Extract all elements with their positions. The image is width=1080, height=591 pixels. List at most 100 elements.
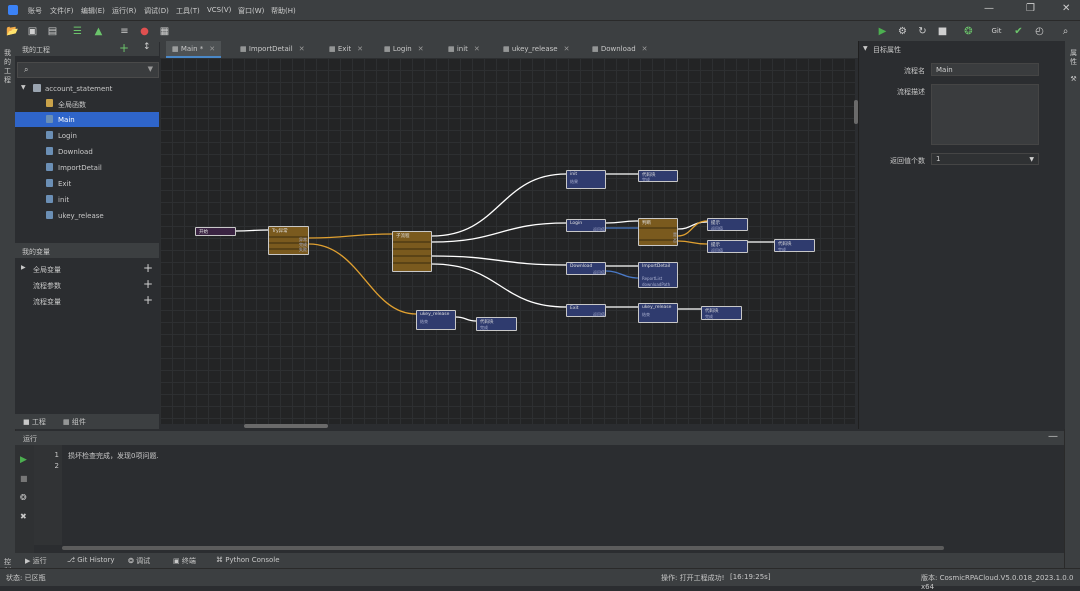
add-icon[interactable]: +	[119, 41, 130, 55]
menu-run[interactable]: 运行(R)	[112, 7, 137, 15]
tab-python-console[interactable]: ⌘ Python Console	[216, 556, 280, 564]
tab-terminal[interactable]: ▣ 终端	[173, 557, 196, 565]
run-icon[interactable]: ▶	[878, 26, 887, 37]
hierarchy-icon[interactable]: ☰	[73, 26, 82, 37]
close-tab-icon[interactable]: ✕	[298, 45, 305, 53]
var-row-flow-params[interactable]: 流程参数 +	[15, 277, 159, 292]
var-row-flow-vars[interactable]: 流程变量 +	[15, 293, 159, 308]
tab-exit[interactable]: ▦ Exit✕	[329, 45, 363, 53]
add-param-icon[interactable]: +	[142, 277, 153, 291]
add-variable-icon[interactable]: +	[142, 261, 153, 275]
tab-debug[interactable]: ❂ 调试	[128, 557, 151, 565]
search-icon[interactable]: ⌕	[1062, 26, 1069, 37]
props-strip-label[interactable]: 属性	[1070, 49, 1077, 66]
menu-window[interactable]: 窗口(W)	[238, 7, 265, 15]
save-icon[interactable]: ▣	[27, 26, 38, 37]
tab-ukey-release[interactable]: ▦ ukey_release✕	[503, 45, 570, 53]
tab-download[interactable]: ▦ Download✕	[592, 45, 648, 53]
commit-check-icon[interactable]: ✔	[1014, 26, 1023, 37]
chevron-down-icon[interactable]: ▼	[147, 65, 153, 73]
tree-item-ukey-release[interactable]: ukey_release	[15, 208, 159, 223]
run-step-icon[interactable]: ↻	[918, 26, 927, 37]
minimize-icon[interactable]: —	[984, 3, 994, 14]
node-code-4[interactable]: 代码块 完成	[701, 306, 742, 320]
menu-vcs[interactable]: VCS(V)	[207, 6, 232, 14]
menu-edit[interactable]: 编辑(E)	[81, 7, 105, 15]
close-tab-icon[interactable]: ✕	[473, 45, 480, 53]
minimize-panel-icon[interactable]: —	[1048, 431, 1058, 442]
node-code-5[interactable]: 代码块 完成	[476, 317, 517, 331]
node-init[interactable]: init 结果	[566, 170, 606, 189]
tab-project[interactable]: ■ 工程	[23, 418, 46, 426]
save-all-icon[interactable]: ▤	[47, 26, 58, 37]
git-label[interactable]: Git	[991, 27, 1002, 35]
menu-file[interactable]: 文件(F)	[50, 7, 74, 15]
collapse-icon[interactable]: ▼	[863, 45, 868, 52]
node-notify-2[interactable]: 提示 返回值	[707, 240, 748, 253]
node-notify-1[interactable]: 提示 返回值	[707, 218, 748, 231]
tab-login[interactable]: ▦ Login✕	[384, 45, 424, 53]
canvas-vertical-scrollbar[interactable]	[854, 100, 858, 124]
var-row-global[interactable]: ▶ 全局变量 +	[15, 261, 159, 276]
tab-git-history[interactable]: ⎇ Git History	[67, 556, 115, 564]
project-strip-label[interactable]: 我的工程	[4, 49, 11, 84]
record-icon[interactable]: ●	[140, 26, 149, 37]
console-horizontal-scrollbar[interactable]	[62, 546, 944, 550]
expand-icon[interactable]: ▶	[21, 264, 26, 271]
flow-name-input[interactable]: Main	[931, 63, 1039, 76]
node-ukey-release-1[interactable]: ukey_release 结束	[416, 310, 456, 330]
list-icon[interactable]: ≡	[120, 26, 129, 37]
menu-help[interactable]: 帮助(H)	[271, 7, 296, 15]
tab-importdetail[interactable]: ▦ ImportDetail✕	[240, 45, 305, 53]
tree-root[interactable]: ▼ account_statement	[15, 81, 159, 96]
node-login[interactable]: Login 返回值	[566, 219, 606, 232]
wrench-icon[interactable]: ⚒	[1070, 75, 1077, 83]
tree-item-global-functions[interactable]: 全局函数	[15, 96, 159, 111]
node-download[interactable]: Download 返回值	[566, 262, 606, 275]
tree-item-importdetail[interactable]: ImportDetail	[15, 160, 159, 175]
trash-icon[interactable]: ✖	[20, 512, 27, 521]
close-tab-icon[interactable]: ✕	[209, 45, 216, 53]
node-importdetail[interactable]: ImportDetail ReportList downloadPath	[638, 262, 678, 288]
close-tab-icon[interactable]: ✕	[641, 45, 648, 53]
node-judge[interactable]: 判断 是 否	[638, 218, 678, 246]
add-flow-var-icon[interactable]: +	[142, 293, 153, 307]
history-clock-icon[interactable]: ◴	[1035, 26, 1044, 37]
stop-icon[interactable]: ■	[20, 474, 28, 483]
close-tab-icon[interactable]: ✕	[357, 45, 363, 53]
tab-main[interactable]: ▦ Main *✕	[166, 41, 222, 58]
collapse-icon[interactable]: ↕	[143, 42, 151, 52]
close-tab-icon[interactable]: ✕	[563, 45, 570, 53]
expand-icon[interactable]: ▼	[21, 84, 26, 91]
tree-item-login[interactable]: Login	[15, 128, 159, 143]
node-code-init[interactable]: 代码块 完成	[638, 170, 678, 182]
node-exit[interactable]: Exit 返回值	[566, 304, 606, 317]
open-folder-icon[interactable]: 📂	[6, 26, 19, 37]
tree-item-download[interactable]: Download	[15, 144, 159, 159]
node-sequence[interactable]: 子流程	[392, 231, 432, 272]
node-code-3[interactable]: 代码块 完成	[774, 239, 815, 252]
tree-item-main[interactable]: Main	[15, 112, 159, 127]
canvas-horizontal-scrollbar[interactable]	[244, 424, 328, 428]
menu-debug[interactable]: 调试(D)	[144, 7, 169, 15]
package-icon[interactable]: ▲	[94, 26, 103, 37]
tree-item-init[interactable]: init	[15, 192, 159, 207]
bug-icon[interactable]: ❂	[964, 26, 973, 37]
close-tab-icon[interactable]: ✕	[417, 45, 424, 53]
node-try[interactable]: Try异常 异常 完成 失败	[268, 226, 309, 255]
project-search[interactable]: ⌕ ▼	[17, 62, 159, 78]
debug-icon[interactable]: ❂	[20, 493, 27, 502]
tab-run[interactable]: ▶ 运行	[25, 557, 47, 565]
close-icon[interactable]: ✕	[1062, 3, 1071, 14]
return-count-select[interactable]: 1 ▼	[931, 153, 1039, 165]
maximize-icon[interactable]: ❐	[1026, 3, 1035, 14]
node-ukey-release-2[interactable]: ukey_release 结束	[638, 303, 678, 323]
tab-init[interactable]: ▦ init✕	[448, 45, 480, 53]
flow-desc-textarea[interactable]	[931, 84, 1039, 145]
tree-item-exit[interactable]: Exit	[15, 176, 159, 191]
node-start[interactable]: 开始	[195, 227, 236, 236]
debug-icon[interactable]: ⚙	[898, 26, 907, 37]
tab-components[interactable]: ▦ 组件	[63, 418, 86, 426]
menu-account[interactable]: 账号	[28, 7, 42, 15]
menu-tools[interactable]: 工具(T)	[176, 7, 200, 15]
